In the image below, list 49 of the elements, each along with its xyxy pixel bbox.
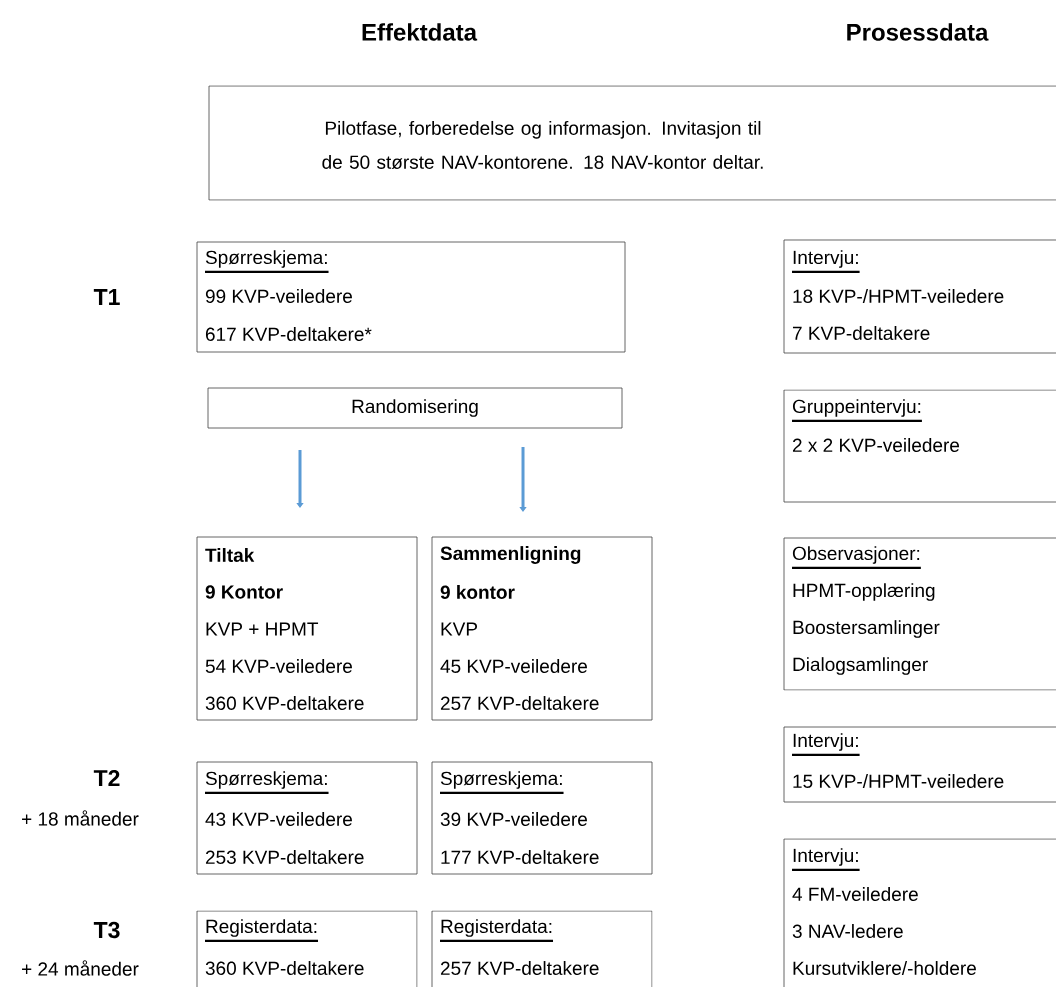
box-heading: Intervju: [792,250,860,273]
box-text: 3 NAV-ledere [792,924,903,938]
box-heading: 9 kontor [440,585,515,599]
box-text: 4 FM-veiledere [792,887,918,901]
time-offset: + 18 måneder [22,810,139,826]
box-heading: Spørreskjema: [440,771,564,794]
box-text: 360 KVP-deltakere [205,696,364,710]
box-heading: Sammenligning [440,546,581,564]
time-point: T2 [93,770,120,787]
box-heading: Registerdata: [205,919,318,942]
box-text: 177 KVP-deltakere [441,850,599,864]
time-offset: + 24 måneder [22,960,139,976]
box-text: 15 KVP-/HPMT-veiledere [793,774,1004,788]
box-text: 45 KVP-veiledere [440,659,587,673]
arrow [519,447,527,512]
box-text: 43 KVP-veiledere [205,812,352,826]
box-text: Randomisering [352,399,478,417]
box-text: HPMT-opplæring [793,583,935,601]
time-point: T3 [93,921,120,939]
time-point: T1 [93,289,120,305]
box-text: 257 KVP-deltakere [440,696,599,710]
arrow [296,450,304,508]
box-heading: Spørreskjema: [205,250,329,273]
box-text: Dialogsamlinger [793,657,928,675]
box-text: 18 KVP-/HPMT-veiledere [793,289,1004,303]
box-heading: Gruppeintervju: [792,399,922,422]
box-heading: 9 Kontor [205,585,283,599]
box-text: 2 x 2 KVP-veiledere [792,438,960,452]
box-text: 7 KVP-deltakere [793,326,930,340]
box-text: KVP + HPMT [206,622,319,636]
box-heading: Intervju: [792,733,860,756]
box-heading: Intervju: [792,848,860,871]
box-text: Boostersamlinger [793,620,940,638]
box-text: 54 KVP-veiledere [205,659,352,673]
box-heading: Spørreskjema: [205,771,329,794]
box-text: 360 KVP-deltakere [205,961,364,975]
box-text: 39 KVP-veiledere [440,812,587,826]
column-heading: Effektdata [362,23,478,41]
box-text: 617 KVP-deltakere* [205,327,372,341]
column-heading: Prosessdata [847,23,989,41]
box-text: 257 KVP-deltakere [440,961,599,975]
box-heading: Tiltak [205,548,255,562]
box-text: KVP [441,622,477,636]
box-text: 253 KVP-deltakere [205,850,364,864]
box-text: Pilotfase, forberedelse og informasjon. Invitasjon til de 50 største NAV-kontorene. 18 NAV-kontor deltar. [322,120,763,170]
box-heading: Observasjoner: [792,546,921,569]
box-text: 99 KVP-veiledere [205,289,352,303]
box-heading: Registerdata: [440,919,553,942]
box-text: Kursutviklere/-holdere [793,961,976,975]
